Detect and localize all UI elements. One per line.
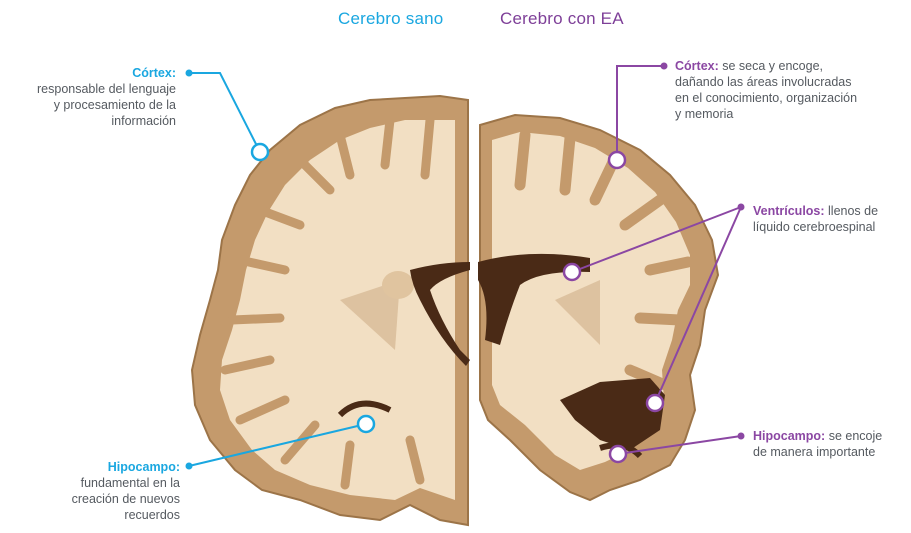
text-line: y memoria xyxy=(675,107,734,121)
leader-cortex-ea xyxy=(616,65,664,160)
leader-hipocampo-healthy xyxy=(188,423,367,467)
label-ventriculos-ea: Ventrículos: llenos de líquido cerebroes… xyxy=(753,203,909,235)
dot-cortex-ea xyxy=(660,62,668,70)
healthy-ventricle xyxy=(410,262,470,366)
leader-ventriculos-ea-2 xyxy=(654,206,742,404)
ea-ventricle-upper xyxy=(478,253,590,345)
term-hipocampo-ea: Hipocampo: xyxy=(753,429,826,443)
text-line: dañando las áreas involucradas xyxy=(675,75,852,89)
marker-ventriculos-ea-1 xyxy=(562,262,582,282)
dot-hipocampo-healthy xyxy=(185,462,193,470)
label-hipocampo-healthy: Hipocampo: fundamental en la creación de… xyxy=(0,459,180,523)
text-line: líquido cerebroespinal xyxy=(753,220,876,234)
ea-basal-ganglia xyxy=(555,280,600,345)
leader-cortex-healthy xyxy=(189,72,261,153)
marker-cortex-ea xyxy=(607,150,627,170)
marker-hipocampo-ea xyxy=(608,444,628,464)
text-line: llenos de xyxy=(824,204,879,218)
leader-ventriculos-ea-1 xyxy=(571,206,742,273)
text-line: creación de nuevos xyxy=(71,492,180,506)
term-ventriculos-ea: Ventrículos: xyxy=(753,204,825,218)
term-cortex-healthy: Córtex: xyxy=(132,66,176,80)
marker-hipocampo-healthy xyxy=(356,414,376,434)
text-line: responsable del lenguaje xyxy=(37,82,176,96)
healthy-hippocampus xyxy=(337,400,392,418)
healthy-brain xyxy=(190,94,470,527)
text-line: información xyxy=(111,114,176,128)
text-line: y procesamiento de la xyxy=(53,98,176,112)
label-cortex-ea: Córtex: se seca y encoge, dañando las ár… xyxy=(675,58,905,122)
healthy-thalamus xyxy=(382,271,414,299)
dot-ventriculos-ea xyxy=(737,203,745,211)
text-line: de manera importante xyxy=(753,445,876,459)
healthy-basal-ganglia xyxy=(340,280,400,350)
marker-cortex-healthy xyxy=(250,142,270,162)
label-hipocampo-ea: Hipocampo: se encoje de manera important… xyxy=(753,428,909,460)
dot-hipocampo-ea xyxy=(737,432,745,440)
leader-hipocampo-ea xyxy=(617,435,742,455)
term-hipocampo-healthy: Hipocampo: xyxy=(107,460,180,474)
marker-ventriculos-ea-2 xyxy=(645,393,665,413)
ea-brain xyxy=(478,113,720,502)
term-cortex-ea: Córtex: xyxy=(675,59,719,73)
text-line: se seca y encoge, xyxy=(718,59,823,73)
title-healthy-brain: Cerebro sano xyxy=(338,9,444,28)
title-ea-brain: Cerebro con EA xyxy=(500,9,624,28)
text-line: se encoje xyxy=(825,429,883,443)
text-line: fundamental en la xyxy=(80,476,180,490)
label-cortex-healthy: Córtex: responsable del lenguaje y proce… xyxy=(0,65,176,129)
text-line: recuerdos xyxy=(124,508,180,522)
dot-cortex-healthy xyxy=(185,69,193,77)
text-line: en el conocimiento, organización xyxy=(675,91,858,105)
ea-ventricle-lower xyxy=(560,378,665,450)
